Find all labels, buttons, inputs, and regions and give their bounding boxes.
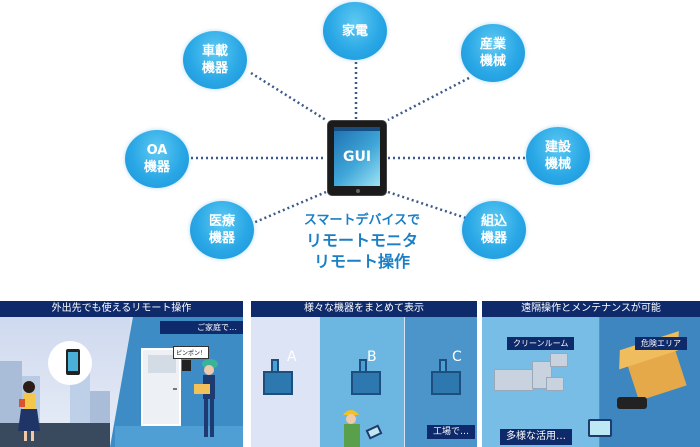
caption-line-3: リモート操作 (313, 252, 410, 271)
context-tag: 工場で… (427, 425, 476, 439)
tablet-status-bar (334, 127, 380, 131)
node-home-appliances: 家電 (323, 2, 387, 60)
node-label: 建設 (544, 140, 571, 155)
tablet-icon: GUI (327, 120, 387, 196)
gui-label: GUI (342, 148, 372, 165)
node-label: 機械 (479, 54, 506, 69)
panel-title: 様々な機器をまとめて表示 (251, 301, 477, 317)
context-tag: 多様な活用… (500, 429, 572, 445)
tablet-icon (588, 419, 612, 437)
panel-multi-device-view: A B C 様々な機器をまとめて表示 工場で… (251, 301, 477, 447)
node-label: 車載 (201, 44, 228, 59)
node-label: 機器 (201, 61, 228, 76)
node-label: 機械 (544, 157, 571, 172)
diagram-caption: スマートデバイスで リモートモニタ リモート操作 (282, 212, 442, 272)
remote-robot-icon (617, 397, 647, 409)
caption-line-1: スマートデバイスで (303, 213, 421, 228)
panel-title: 遠隔操作とメンテナンスが可能 (482, 301, 700, 317)
device-connectivity-diagram: 家電 車載 機器 産業 機械 OA 機器 建設 機械 医療 機器 組込 機器 G… (125, 2, 590, 272)
cleanroom-equipment (494, 369, 534, 391)
node-label: OA (146, 143, 168, 158)
area-label-hazard: 危険エリア (635, 337, 687, 350)
tablet-screen: GUI (334, 127, 380, 186)
smartphone-icon (66, 349, 80, 375)
building-illustration (0, 361, 22, 431)
building-illustration (90, 391, 110, 431)
woman-with-phone-illustration (18, 381, 40, 441)
speech-bubble: ピンポン！ (173, 346, 210, 359)
cleanroom-equipment (546, 377, 564, 391)
area-label-cleanroom: クリーンルーム (507, 337, 575, 350)
context-tag: ご家庭で… (160, 321, 243, 334)
machine-tool-icon (431, 359, 461, 395)
intercom-icon (182, 360, 191, 371)
node-label: 医療 (208, 214, 235, 229)
cleanroom-equipment (550, 353, 568, 367)
panel-remote-maintenance: 遠隔操作とメンテナンスが可能 クリーンルーム 危険エリア 多様な活用… (482, 301, 700, 447)
node-construction: 建設 機械 (526, 127, 590, 185)
machine-tool-icon (263, 359, 293, 395)
panel-remote-operation: ピンポン！ 外出先でも使えるリモート操作 ご家庭で… (0, 301, 243, 447)
node-industrial: 産業 機械 (461, 24, 525, 82)
node-label: 機器 (208, 231, 235, 246)
caption-line-2: リモートモニタ (305, 231, 418, 250)
node-label: 機器 (143, 160, 170, 175)
machine-label: B (367, 349, 377, 365)
worker-with-tablet-illustration (343, 410, 383, 447)
door-handle (173, 388, 177, 390)
panel-title: 外出先でも使えるリモート操作 (0, 301, 243, 317)
node-office: OA 機器 (125, 130, 189, 188)
building-illustration (70, 371, 90, 431)
street-ground (0, 423, 110, 447)
node-label: 産業 (479, 37, 506, 52)
home-button-icon (356, 189, 360, 193)
delivery-person-illustration (194, 359, 218, 437)
node-automotive: 車載 機器 (183, 31, 247, 89)
machine-label: C (452, 349, 462, 365)
door-window (148, 355, 176, 373)
node-medical: 医療 機器 (190, 201, 254, 259)
machine-tool-icon (351, 359, 381, 395)
door-illustration (141, 348, 181, 426)
node-label: 機器 (480, 231, 507, 246)
node-embedded: 組込 機器 (462, 201, 526, 259)
node-label: 組込 (480, 214, 507, 229)
machine-label: A (287, 349, 297, 365)
dotted-connectors (191, 62, 526, 228)
node-label: 家電 (341, 23, 368, 39)
